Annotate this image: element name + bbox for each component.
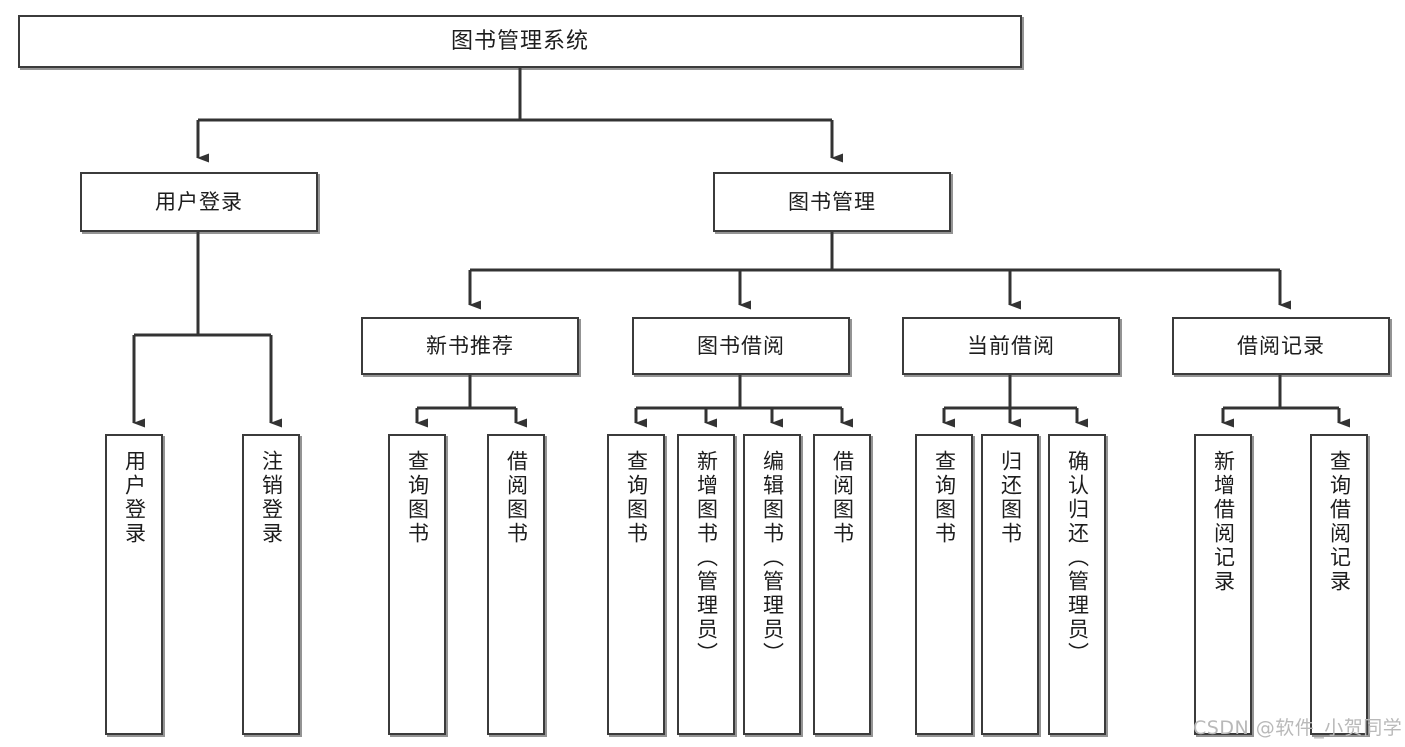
- node-root-label: 图书管理系统: [450, 28, 589, 54]
- leaf-query-book-1[interactable]: 查询图书: [388, 434, 446, 735]
- node-user-login[interactable]: 用户登录: [80, 172, 318, 232]
- leaf-confirm-return[interactable]: 确认归还（管理员）: [1048, 434, 1106, 735]
- node-borrow-record[interactable]: 借阅记录: [1172, 317, 1390, 375]
- node-user-login-label: 用户登录: [155, 189, 243, 214]
- node-book-management[interactable]: 图书管理: [713, 172, 951, 232]
- leaf-borrow-book-1[interactable]: 借阅图书: [487, 434, 545, 735]
- leaf-add-record[interactable]: 新增借阅记录: [1194, 434, 1252, 735]
- leaf-logout-login-label: 注销登录: [259, 450, 284, 546]
- leaf-query-book-3-label: 查询图书: [932, 450, 957, 546]
- leaf-borrow-book-2[interactable]: 借阅图书: [813, 434, 871, 735]
- leaf-query-record-label: 查询借阅记录: [1327, 450, 1352, 594]
- leaf-borrow-book-1-label: 借阅图书: [504, 450, 529, 546]
- leaf-query-book-2[interactable]: 查询图书: [607, 434, 665, 735]
- leaf-add-book-label: 新增图书（管理员）: [694, 450, 719, 666]
- node-book-borrow[interactable]: 图书借阅: [632, 317, 850, 375]
- leaf-user-login-label: 用户登录: [122, 450, 147, 546]
- leaf-query-book-3[interactable]: 查询图书: [915, 434, 973, 735]
- leaf-user-login[interactable]: 用户登录: [105, 434, 163, 735]
- leaf-query-book-2-label: 查询图书: [624, 450, 649, 546]
- leaf-borrow-book-2-label: 借阅图书: [830, 450, 855, 546]
- node-new-book-recommend[interactable]: 新书推荐: [361, 317, 579, 375]
- leaf-return-book[interactable]: 归还图书: [981, 434, 1039, 735]
- leaf-confirm-return-label: 确认归还（管理员）: [1065, 450, 1090, 666]
- leaf-add-record-label: 新增借阅记录: [1211, 450, 1236, 594]
- leaf-edit-book[interactable]: 编辑图书（管理员）: [743, 434, 801, 735]
- node-borrow-record-label: 借阅记录: [1237, 333, 1325, 358]
- leaf-add-book[interactable]: 新增图书（管理员）: [677, 434, 735, 735]
- node-current-borrow-label: 当前借阅: [967, 333, 1055, 358]
- csdn-watermark: CSDN @软件_小贺同学: [1193, 717, 1403, 739]
- node-book-borrow-label: 图书借阅: [697, 333, 785, 358]
- leaf-logout-login[interactable]: 注销登录: [242, 434, 300, 735]
- node-book-management-label: 图书管理: [788, 189, 876, 214]
- leaf-return-book-label: 归还图书: [998, 450, 1023, 546]
- node-root[interactable]: 图书管理系统: [18, 15, 1022, 68]
- node-current-borrow[interactable]: 当前借阅: [902, 317, 1120, 375]
- node-new-book-recommend-label: 新书推荐: [426, 333, 514, 358]
- leaf-edit-book-label: 编辑图书（管理员）: [760, 450, 785, 666]
- leaf-query-record[interactable]: 查询借阅记录: [1310, 434, 1368, 735]
- leaf-query-book-1-label: 查询图书: [405, 450, 430, 546]
